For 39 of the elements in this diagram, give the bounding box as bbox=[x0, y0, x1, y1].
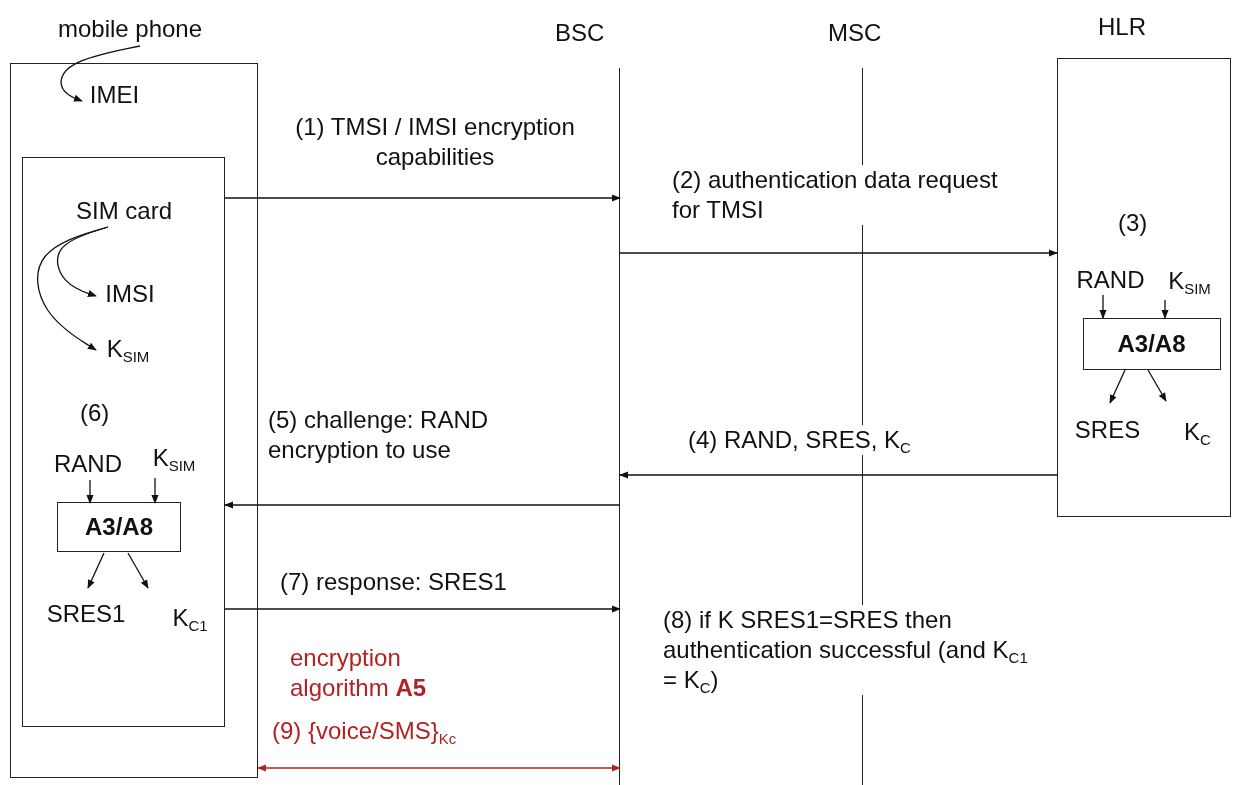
node-label: K$_{SIM}$ bbox=[142, 439, 206, 477]
arrow bbox=[1161, 299, 1169, 319]
node-label: K$_{C}$ bbox=[1175, 412, 1220, 451]
arrow bbox=[87, 552, 105, 589]
node-label: mobile phone bbox=[35, 12, 225, 46]
arrow bbox=[151, 477, 159, 504]
message-arrow bbox=[619, 249, 1058, 257]
arrow bbox=[60, 45, 141, 102]
node-label: SIM card bbox=[57, 196, 191, 226]
message-arrow bbox=[224, 605, 621, 613]
container-box bbox=[21, 156, 225, 727]
function-name: A3/A8 bbox=[1117, 329, 1186, 358]
arrow bbox=[1109, 369, 1126, 404]
message-arrow bbox=[619, 471, 1058, 479]
function-name: A3/A8 bbox=[85, 513, 153, 541]
arrow bbox=[86, 479, 94, 504]
node-label: RAND bbox=[1065, 264, 1156, 295]
entity-name: HLR bbox=[1098, 14, 1146, 41]
arrow bbox=[1147, 369, 1167, 402]
entity-name: BSC bbox=[555, 20, 605, 47]
node-label: K$_{C1}$ bbox=[165, 599, 215, 637]
node-label: K$_{SIM}$ bbox=[1156, 261, 1223, 300]
edge-label: (4) RAND, SRES, K$_{C}$ bbox=[688, 425, 911, 455]
container-box bbox=[10, 63, 258, 778]
message-arrow bbox=[224, 501, 621, 509]
function-box bbox=[57, 502, 181, 552]
message-arrow bbox=[224, 194, 621, 202]
node-label: SRES1 bbox=[35, 599, 137, 629]
node-label: K$_{SIM}$ bbox=[97, 329, 159, 369]
arrow bbox=[1099, 294, 1107, 319]
node-label: IMEI bbox=[83, 79, 146, 110]
node-label: RAND bbox=[43, 449, 133, 479]
arrow bbox=[127, 552, 149, 589]
node-label: IMSI bbox=[97, 279, 163, 309]
function-box bbox=[1082, 317, 1221, 370]
node-label: SRES bbox=[1063, 414, 1152, 445]
message-arrow bbox=[257, 764, 621, 772]
entity-name: MSC bbox=[828, 20, 882, 47]
arrow bbox=[37, 226, 109, 351]
